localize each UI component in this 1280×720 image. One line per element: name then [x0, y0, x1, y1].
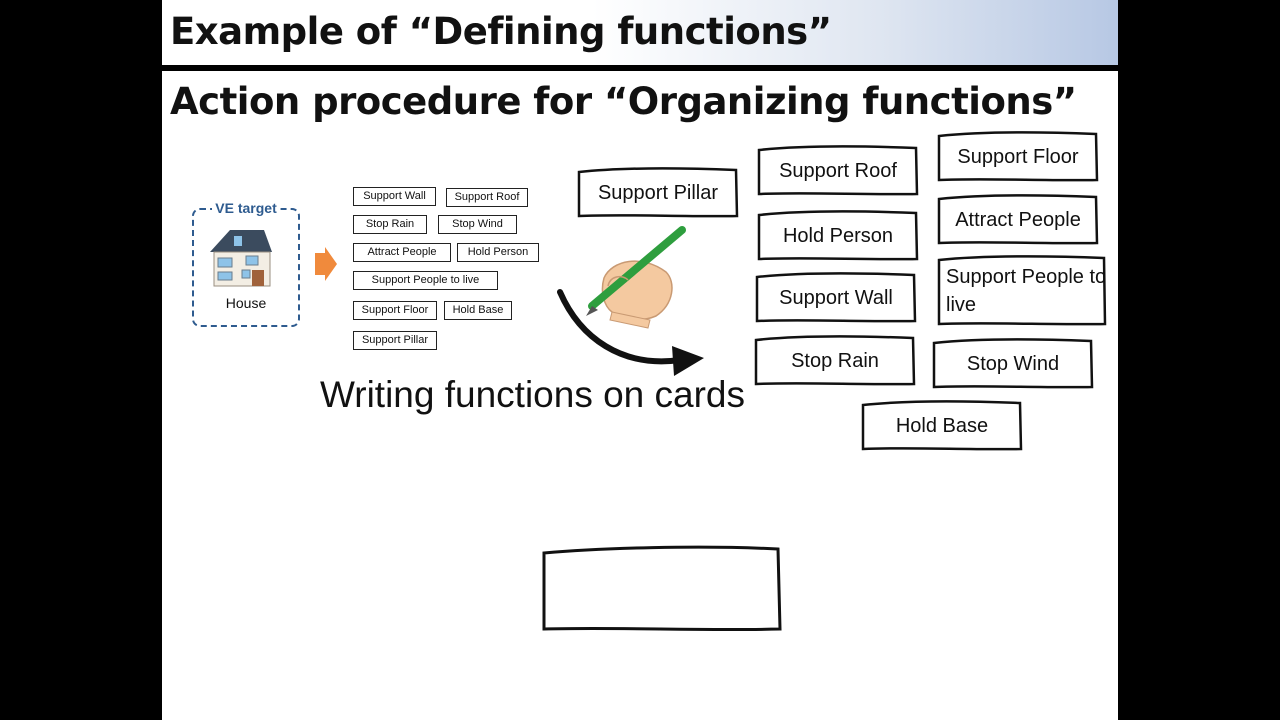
small-card: Attract People: [353, 243, 451, 262]
function-card: Stop Wind: [931, 337, 1095, 391]
card-label: Support People to live: [946, 266, 1107, 316]
title-bar: Example of “Defining functions”: [162, 0, 1118, 65]
writing-hand-icon: [557, 226, 704, 376]
card-label: Support Wall: [779, 287, 893, 309]
function-card: Stop Rain: [753, 334, 917, 388]
function-card: Support Pillar: [576, 166, 740, 220]
card-label: Hold Person: [782, 225, 894, 247]
small-card: Stop Wind: [438, 215, 517, 234]
title-divider: [162, 65, 1118, 71]
function-card: Support Roof: [756, 144, 920, 198]
card-label: Attract People: [955, 209, 1081, 231]
slide-title: Example of “Defining functions”: [170, 10, 832, 53]
function-card: Attract People: [936, 193, 1100, 247]
ve-target-box: VE target House: [192, 200, 300, 327]
arrow-right-icon: [315, 247, 337, 281]
card-label: Hold Base: [895, 415, 989, 437]
function-card: Support Floor: [936, 130, 1100, 184]
small-card: Support Pillar: [353, 331, 437, 350]
small-card: Hold Person: [457, 243, 539, 262]
small-card: Support Roof: [446, 188, 528, 207]
small-card: Support Wall: [353, 187, 436, 206]
function-card: Support Wall: [754, 271, 918, 325]
empty-card: [542, 545, 782, 632]
ve-target-label: VE target: [212, 200, 280, 216]
small-card: Support People to live: [353, 271, 498, 290]
writing-caption: Writing functions on cards: [320, 374, 746, 415]
function-card: Hold Person: [756, 209, 920, 263]
house-icon: [210, 230, 272, 287]
function-card: Hold Base: [860, 399, 1024, 453]
slide-subtitle: Action procedure for “Organizing functio…: [170, 80, 1077, 123]
card-label: Stop Rain: [791, 350, 879, 372]
small-card: Hold Base: [444, 301, 512, 320]
card-label: Support Roof: [779, 160, 897, 182]
slide: Example of “Defining functions” Action p…: [162, 0, 1118, 720]
card-label: Support Floor: [957, 146, 1079, 168]
small-card: Stop Rain: [353, 215, 427, 234]
small-card: Support Floor: [353, 301, 437, 320]
card-label: Stop Wind: [966, 353, 1060, 375]
house-label: House: [225, 295, 267, 311]
card-label: Support Pillar: [597, 182, 719, 204]
function-card: Support People to live: [936, 254, 1108, 328]
